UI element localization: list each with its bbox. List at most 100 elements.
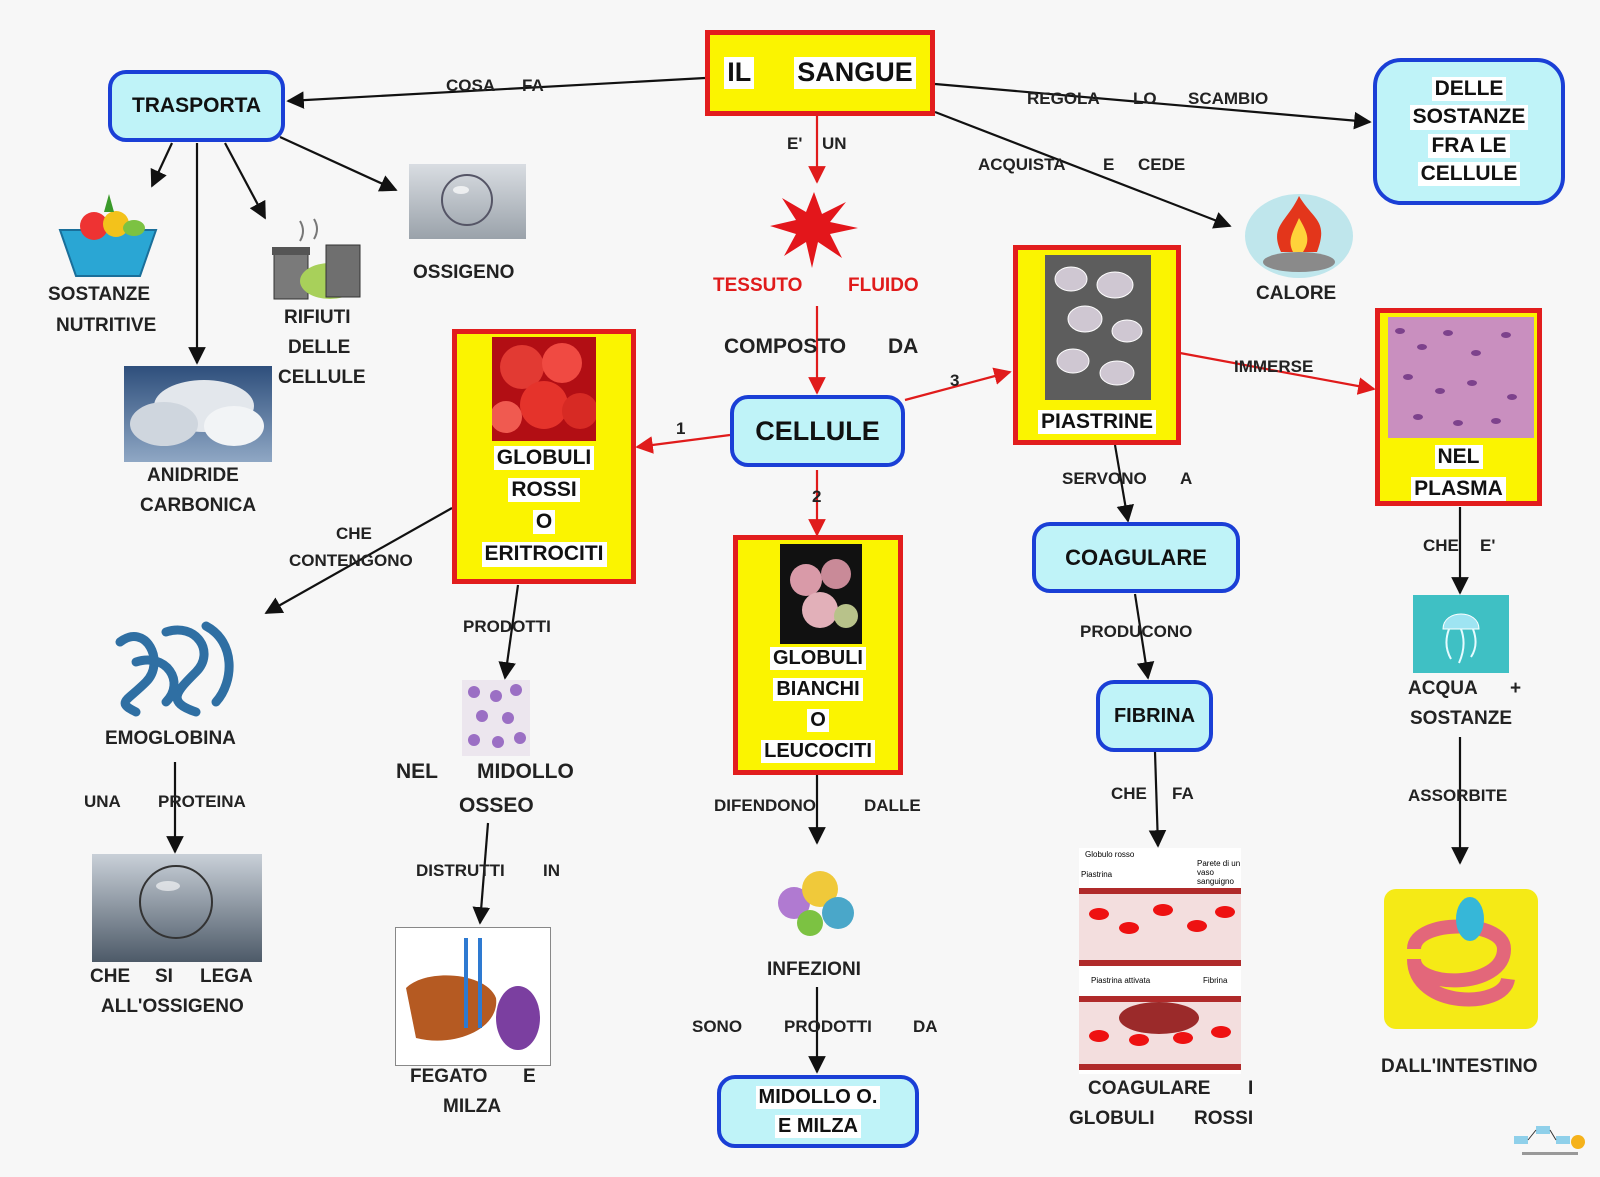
label-dall-intestino: DALL'INTESTINO: [1381, 1056, 1538, 1077]
midollo-milza-line2: E MILZA: [775, 1114, 861, 1138]
mini-label-globulo-rosso: Globulo rosso: [1085, 850, 1135, 859]
node-globuli-bianchi[interactable]: GLOBULI BIANCHI O LEUCOCITI: [733, 535, 903, 775]
node-cellule-label: CELLULE: [755, 415, 880, 446]
label-all-ossigeno: ALL'OSSIGENO: [101, 996, 244, 1017]
mini-label-parete: Parete di un vaso sanguigno: [1197, 859, 1241, 886]
node-piastrine[interactable]: PIASTRINE: [1013, 245, 1181, 445]
label-emoglobina: EMOGLOBINA: [105, 728, 236, 749]
label-calore: CALORE: [1256, 283, 1337, 304]
link-label-producono: PRODUCONO: [1080, 622, 1193, 641]
label-si: SI: [155, 966, 173, 987]
node-globuli-rossi[interactable]: GLOBULI ROSSI O ERITROCITI: [452, 329, 636, 584]
label-composto-da: DA: [888, 335, 919, 358]
link-number-1: 1: [676, 419, 686, 438]
link-label-fa-2: FA: [1172, 784, 1194, 803]
plasma-tissue-image: [1388, 317, 1534, 438]
label-coagulare: COAGULARE: [1088, 1078, 1211, 1099]
node-sostanze-fra-cellule[interactable]: DELLE SOSTANZE FRA LE CELLULE: [1373, 58, 1565, 205]
link-label-fa: FA: [522, 76, 544, 95]
link-label-distrutti: DISTRUTTI: [416, 861, 505, 880]
label-cellule: CELLULE: [278, 367, 366, 388]
oxygen-bubble-image: [409, 164, 526, 239]
label-infezioni: INFEZIONI: [767, 959, 861, 980]
link-label-e2: E: [1103, 155, 1115, 174]
intestine-image: [1384, 889, 1538, 1029]
link-label-regola: REGOLA: [1027, 89, 1100, 108]
node-cellule[interactable]: CELLULE: [730, 395, 905, 467]
red-blood-cells-image: [492, 337, 596, 441]
hemoglobin-molecule-image: [106, 612, 244, 724]
label-ossigeno: OSSIGENO: [413, 262, 515, 283]
link-label-dalle: DALLE: [864, 796, 921, 815]
germs-image: [770, 853, 860, 943]
link-label-cede: CEDE: [1138, 155, 1186, 174]
globuli-rossi-line2: ROSSI: [508, 478, 580, 503]
text-fra-le: FRA LE: [1428, 133, 1510, 158]
liver-spleen-image: [395, 927, 551, 1066]
node-fibrina[interactable]: FIBRINA: [1096, 680, 1213, 752]
link-label-a: A: [1180, 469, 1193, 488]
node-midollo-milza[interactable]: MIDOLLO O. E MILZA: [717, 1075, 919, 1148]
link-label-contengono: CONTENGONO: [289, 551, 413, 570]
link-label-e-3: E': [1480, 536, 1496, 555]
node-plasma[interactable]: NEL PLASMA: [1375, 308, 1542, 506]
label-nel: NEL: [396, 760, 438, 783]
mini-label-piastrina-attivata: Piastrina attivata: [1091, 976, 1151, 985]
label-milza: MILZA: [443, 1096, 502, 1117]
globuli-rossi-line3: O: [532, 510, 556, 535]
link-label-proteina: PROTEINA: [158, 792, 246, 811]
link-label-difendono: DIFENDONO: [714, 796, 816, 815]
text-delle: DELLE: [1431, 77, 1507, 102]
label-osseo: OSSEO: [459, 794, 534, 817]
label-carbonica: CARBONICA: [140, 495, 257, 516]
label-anidride: ANIDRIDE: [147, 465, 239, 486]
label-composto: COMPOSTO: [724, 335, 847, 358]
link-number-3: 3: [950, 371, 960, 390]
label-rifiuti: RIFIUTI: [284, 307, 351, 328]
label-fluido: FLUIDO: [848, 275, 919, 296]
text-sostanze: SOSTANZE: [1409, 105, 1529, 130]
node-coagulare[interactable]: COAGULARE: [1032, 522, 1240, 593]
label-lega: LEGA: [200, 966, 253, 987]
link-label-da: DA: [913, 1017, 938, 1036]
link-label-sono: SONO: [692, 1017, 743, 1036]
node-trasporta[interactable]: TRASPORTA: [108, 70, 285, 142]
root-word-il: IL: [724, 57, 755, 89]
plasma-line1: NEL: [1434, 445, 1483, 470]
smoke-cloud-image: [124, 366, 272, 462]
label-plus: +: [1510, 678, 1522, 699]
link-label-un: UN: [822, 134, 847, 153]
campfire-image: [1243, 190, 1355, 280]
node-trasporta-label: TRASPORTA: [131, 94, 262, 117]
label-sostanze: SOSTANZE: [48, 284, 151, 305]
midollo-milza-line1: MIDOLLO O.: [755, 1085, 881, 1109]
logo-mark: [1512, 1122, 1588, 1162]
link-label-una: UNA: [84, 792, 121, 811]
link-number-2: 2: [812, 487, 822, 506]
label-nutritive: NUTRITIVE: [56, 315, 157, 336]
platelets-image: [1045, 255, 1151, 400]
root-node-il-sangue[interactable]: IL SANGUE: [705, 30, 935, 116]
vessel-after: [1079, 996, 1241, 1070]
link-label-prodotti-2: PRODOTTI: [784, 1017, 872, 1036]
link-label-che-e: CHE: [1423, 536, 1459, 555]
link-label-in: IN: [543, 861, 560, 880]
node-fibrina-label: FIBRINA: [1113, 704, 1196, 727]
label-fegato-e: E: [523, 1066, 536, 1087]
label-sostanze-right: SOSTANZE: [1410, 708, 1513, 729]
link-label-assorbite: ASSORBITE: [1408, 786, 1508, 805]
white-blood-cells-image: [780, 544, 862, 644]
globuli-bianchi-line3: O: [807, 709, 829, 732]
link-label-e: E': [787, 134, 803, 153]
node-piastrine-label: PIASTRINE: [1037, 410, 1156, 435]
oxygen-bubble-large-image: [92, 854, 262, 962]
label-globuli: GLOBULI: [1069, 1108, 1155, 1129]
globuli-bianchi-line2: BIANCHI: [773, 678, 863, 701]
vessel-before: [1079, 888, 1241, 966]
link-label-acquista: ACQUISTA: [978, 155, 1066, 174]
globuli-bianchi-line1: GLOBULI: [770, 647, 866, 670]
text-cellule: CELLULE: [1417, 161, 1521, 186]
globuli-rossi-line4: ERITROCITI: [481, 542, 607, 567]
clotting-diagram-image: Globulo rosso Piastrina Parete di un vas…: [1079, 848, 1241, 1074]
